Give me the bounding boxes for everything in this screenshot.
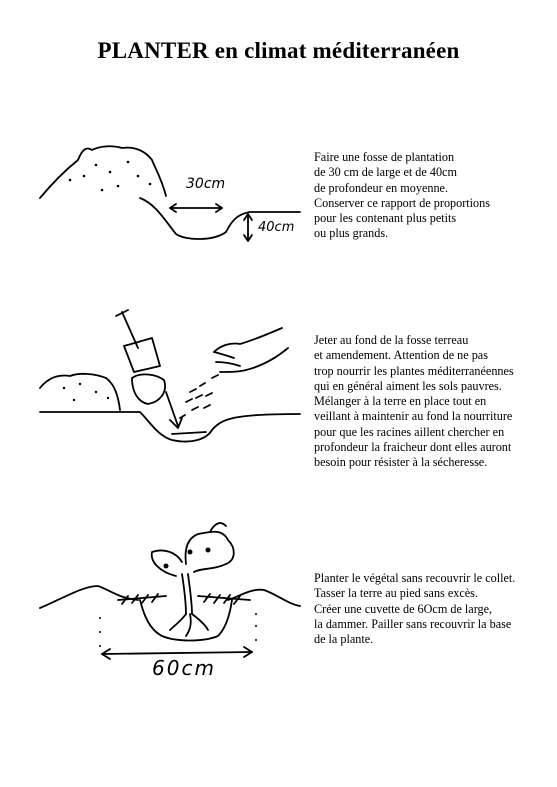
- width-label-60cm: 60cm: [152, 656, 216, 680]
- depth-label-40cm: 40cm: [258, 220, 295, 235]
- mulch-hatch: [121, 593, 241, 605]
- amendment-particles: [179, 374, 219, 419]
- page-title: PLANTER en climat méditerranéen: [97, 38, 460, 63]
- width-label-30cm: 30cm: [186, 176, 226, 192]
- step-2-text: Jeter au fond de la fosse terreau et ame…: [314, 333, 514, 470]
- soil-dots: [68, 160, 152, 192]
- flower-dots: [163, 547, 211, 569]
- step-1-text: Faire une fosse de plantation de 30 cm d…: [314, 150, 490, 241]
- step-3-text: Planter le végétal sans recouvrir le col…: [314, 571, 516, 647]
